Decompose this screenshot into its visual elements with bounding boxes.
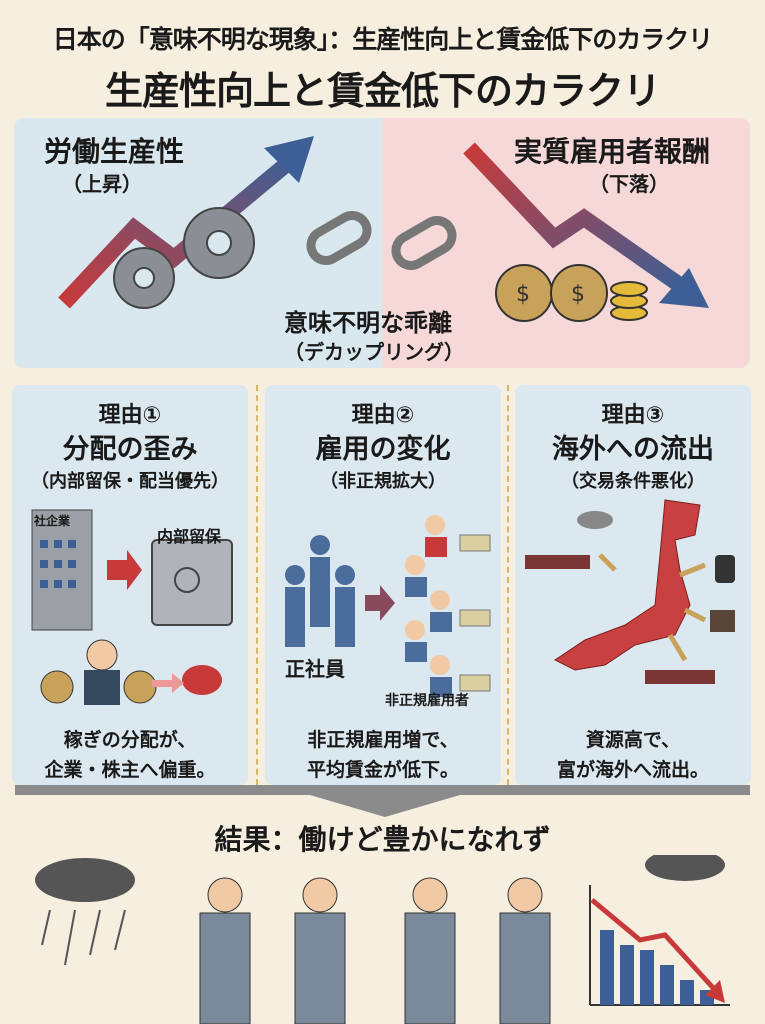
arrow-icon bbox=[152, 673, 184, 693]
decoupling-panel: 労働生産性 （上昇） 実質雇用者報酬 （下落） 意味不明な乖離 （デカップリング… bbox=[14, 118, 750, 368]
cargo-icon bbox=[710, 610, 735, 632]
arrow-icon bbox=[107, 550, 142, 590]
svg-text:$: $ bbox=[516, 282, 530, 307]
caption-line-2: 企業・株主へ偏重。 bbox=[44, 759, 216, 781]
reason-title: 海外への流出 bbox=[552, 434, 714, 465]
reason-sub: （非正規拡大） bbox=[320, 471, 446, 492]
compensation-sub: （下落） bbox=[589, 172, 669, 196]
reason-sub: （内部留保・配当優先） bbox=[31, 471, 229, 492]
arrow-icon bbox=[365, 585, 395, 621]
caption-line-2: 平均賃金が低下。 bbox=[306, 759, 459, 781]
arrow-icon bbox=[598, 553, 707, 662]
reason-number: 理由③ bbox=[601, 403, 665, 428]
retained-earnings-label: 内部留保 bbox=[157, 527, 222, 546]
result-bar bbox=[15, 785, 750, 795]
ship-icon bbox=[525, 555, 715, 684]
falling-arrow-icon bbox=[463, 142, 709, 308]
decoupling-title: 意味不明な乖離 bbox=[284, 309, 452, 337]
reason-number: 理由① bbox=[98, 403, 162, 428]
businessman-icon bbox=[84, 639, 120, 705]
svg-text:$: $ bbox=[571, 282, 585, 307]
result-illustration bbox=[35, 855, 730, 1024]
reason-number: 理由② bbox=[351, 403, 415, 428]
decoupling-sub: （デカップリング） bbox=[284, 340, 464, 364]
reason-title: 雇用の変化 bbox=[315, 434, 451, 465]
compensation-title: 実質雇用者報酬 bbox=[514, 135, 711, 168]
caption-line-1: 稼ぎの分配が、 bbox=[63, 729, 197, 751]
rising-arrow-icon bbox=[58, 136, 314, 309]
building-icon bbox=[31, 509, 93, 631]
header-title: 日本の「意味不明な現象」：生産性向上と賃金低下のカラクリ bbox=[52, 25, 714, 54]
caption-line-2: 富が海外へ流出。 bbox=[556, 759, 709, 781]
purse-icon bbox=[182, 665, 222, 695]
declining-chart-icon bbox=[589, 855, 730, 1006]
broken-chain-icon bbox=[306, 211, 457, 270]
non-regular-label: 非正規雇用者 bbox=[385, 693, 469, 709]
productivity-title: 労働生産性 bbox=[44, 135, 185, 168]
regular-employee-label: 正社員 bbox=[285, 657, 345, 681]
header-subtitle: 生産性向上と賃金低下のカラクリ bbox=[104, 69, 661, 113]
reason-sub: （交易条件悪化） bbox=[561, 471, 705, 492]
distribution-illustration bbox=[31, 509, 233, 705]
down-arrow-icon bbox=[310, 795, 460, 817]
worker-icon bbox=[199, 877, 551, 1024]
non-regular-workers-icon bbox=[405, 515, 452, 697]
employment-illustration bbox=[285, 515, 491, 697]
money-bag-icon: $$ bbox=[495, 264, 648, 322]
reason-panel-1: 理由① 分配の歪み （内部留保・配当優先） 社企業 内部留保 稼ぎの分配が、 企… bbox=[12, 385, 248, 785]
money-bag-icon bbox=[40, 670, 157, 704]
smoke-icon bbox=[577, 511, 613, 529]
safe-icon bbox=[151, 539, 233, 626]
reason-panel-3: 理由③ 海外への流出 （交易条件悪化） 資源高で、 富が海外へ流出。 bbox=[515, 385, 751, 785]
result-title: 結果：働けど豊かになれず bbox=[214, 823, 551, 856]
decoupling-illustration: $$ bbox=[58, 136, 709, 322]
divider bbox=[507, 385, 509, 785]
overseas-outflow-illustration bbox=[525, 499, 735, 684]
caption-line-1: 非正規雇用増で、 bbox=[307, 729, 459, 751]
caption-line-1: 資源高で、 bbox=[585, 729, 681, 751]
productivity-sub: （上昇） bbox=[62, 172, 142, 196]
oil-barrel-icon bbox=[715, 555, 735, 583]
cash-icon bbox=[459, 534, 491, 692]
reason-title: 分配の歪み bbox=[62, 434, 198, 465]
japan-map-icon bbox=[554, 499, 701, 671]
company-label: 社企業 bbox=[34, 514, 71, 528]
reason-panel-2: 理由② 雇用の変化 （非正規拡大） 正社員 非正規雇用者 非正規雇用増で、 平均… bbox=[265, 385, 501, 785]
regular-employees-icon bbox=[285, 535, 355, 647]
gear-icon bbox=[113, 207, 255, 309]
divider bbox=[256, 385, 258, 785]
rain-cloud-icon bbox=[35, 858, 135, 966]
